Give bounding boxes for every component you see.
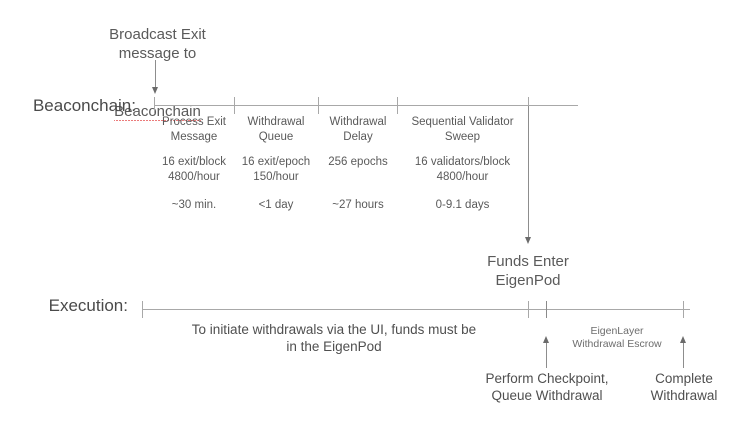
beaconchain-tick-2: [318, 97, 319, 114]
execution-tick-checkpoint: [546, 301, 547, 318]
beaconchain-tick-3: [397, 97, 398, 114]
execution-eigenpod-note: To initiate withdrawals via the UI, fund…: [191, 322, 477, 355]
perform-checkpoint-label: Perform Checkpoint, Queue Withdrawal: [485, 371, 609, 404]
funds-enter-arrow-shaft: [528, 106, 529, 238]
stage-0-rate: 16 exit/block 4800/hour: [162, 156, 226, 183]
execution-tick-funds-enter: [528, 301, 529, 318]
stage-2-duration: ~27 hours: [332, 199, 384, 211]
stage-2-rate: 256 epochs: [328, 156, 388, 168]
row-label-execution: Execution:: [48, 296, 128, 315]
broadcast-arrow-head: [151, 87, 158, 94]
stage-1-rate: 16 exit/epoch 150/hour: [241, 156, 311, 183]
stage-1-duration: <1 day: [258, 199, 294, 211]
stage-3-duration: 0-9.1 days: [435, 199, 490, 211]
stage-0-title: Process Exit Message: [162, 116, 226, 143]
checkpoint-arrow-shaft: [546, 340, 547, 368]
execution-tick-complete: [683, 301, 684, 318]
broadcast-exit-note-text: Broadcast Exit message to: [109, 26, 206, 63]
eigenlayer-escrow-note: EigenLayer Withdrawal Escrow: [572, 325, 662, 351]
complete-arrow-head: [679, 336, 686, 343]
execution-tick-start: [142, 301, 143, 318]
beaconchain-tick-0: [154, 97, 155, 114]
execution-axis: [142, 309, 690, 310]
stage-3-rate: 16 validators/block 4800/hour: [414, 156, 511, 183]
broadcast-arrow-shaft: [155, 60, 156, 88]
funds-enter-arrow-head: [524, 237, 531, 244]
beaconchain-tick-4: [528, 97, 529, 114]
complete-withdrawal-label: Complete Withdrawal: [650, 371, 718, 404]
stage-3-title: Sequential Validator Sweep: [411, 116, 514, 143]
stage-0-duration: ~30 min.: [171, 199, 217, 211]
beaconchain-axis: [154, 105, 578, 106]
checkpoint-arrow-head: [542, 336, 549, 343]
complete-arrow-shaft: [683, 340, 684, 368]
funds-enter-eigenpod-label: Funds Enter EigenPod: [487, 253, 569, 290]
broadcast-exit-note: Broadcast Exit message to Beaconchain: [95, 6, 220, 124]
beaconchain-spellcheck-word: Beaconchain: [114, 102, 201, 124]
beaconchain-tick-1: [234, 97, 235, 114]
stage-1-title: Withdrawal Queue: [247, 116, 305, 143]
row-label-beaconchain: Beaconchain:: [32, 96, 136, 115]
stage-2-title: Withdrawal Delay: [329, 116, 387, 143]
